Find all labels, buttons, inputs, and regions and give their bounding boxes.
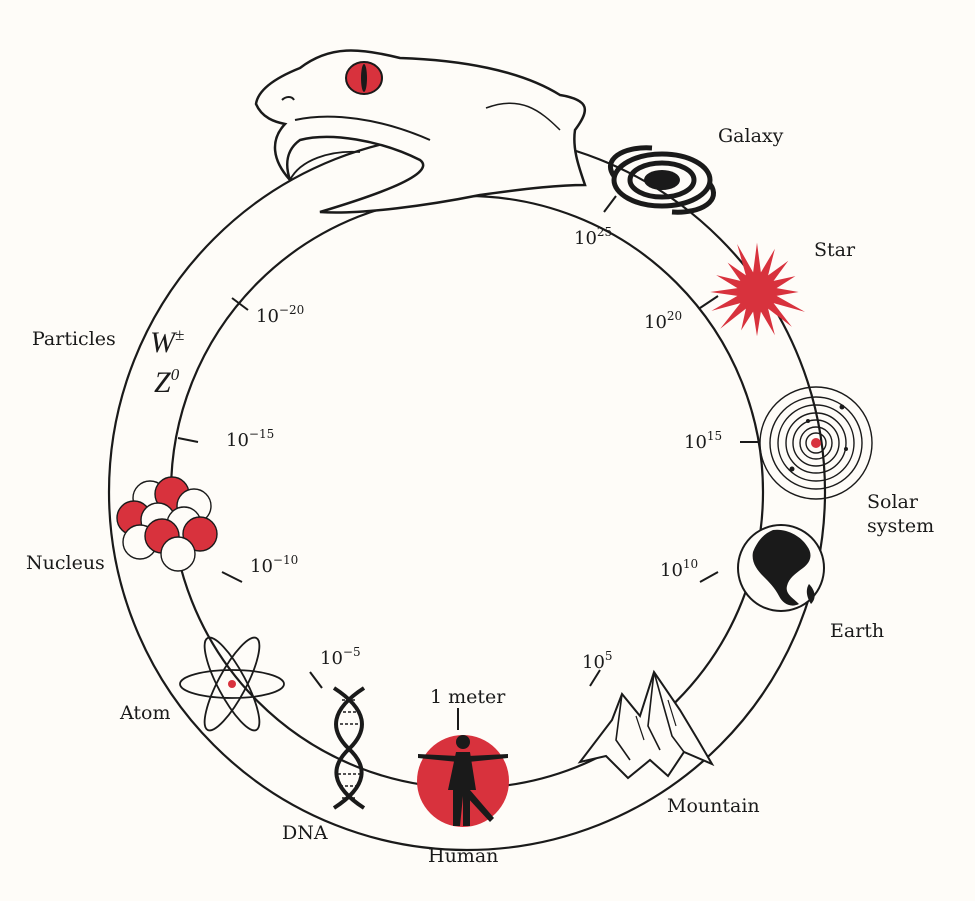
label-particles: Particles xyxy=(32,328,116,350)
label-solar-system-line1: Solar xyxy=(867,491,919,513)
label-z-boson: Z0 xyxy=(154,365,180,399)
tick-label-1-meter: 1 meter xyxy=(430,686,506,708)
tick-label-1e-15: 10−15 xyxy=(226,427,274,451)
tick-label-1e-5: 10−5 xyxy=(320,645,361,669)
tick-label-1e10: 1010 xyxy=(660,557,698,581)
nucleus-icon xyxy=(116,476,218,572)
tick-label-1e-20: 10−20 xyxy=(256,303,304,327)
tick-label-1e20: 1020 xyxy=(644,309,682,333)
label-solar-system-line2: system xyxy=(867,515,934,537)
label-nucleus: Nucleus xyxy=(26,552,105,574)
earth-icon xyxy=(737,524,825,612)
label-atom: Atom xyxy=(119,702,170,724)
label-dna: DNA xyxy=(282,822,328,844)
tick-label-1e15: 1015 xyxy=(684,429,722,453)
label-star: Star xyxy=(814,239,856,261)
tick-label-1e5: 105 xyxy=(582,649,613,673)
label-human: Human xyxy=(428,845,498,867)
atom-icon xyxy=(179,636,285,732)
label-w-boson: W± xyxy=(150,325,184,359)
tick-label-1e-10: 10−10 xyxy=(250,553,298,577)
dna-icon xyxy=(332,686,366,810)
tick-label-1e25: 1025 xyxy=(574,225,612,249)
galaxy-icon xyxy=(608,145,716,215)
label-galaxy: Galaxy xyxy=(718,125,784,147)
label-earth: Earth xyxy=(830,620,884,642)
mountain-icon xyxy=(577,669,715,780)
solar-system-icon xyxy=(759,386,873,500)
snake-head-icon xyxy=(254,49,587,214)
scale-ticks xyxy=(177,195,758,730)
human-icon xyxy=(417,735,509,827)
star-icon xyxy=(710,242,805,337)
label-mountain: Mountain xyxy=(667,795,760,817)
